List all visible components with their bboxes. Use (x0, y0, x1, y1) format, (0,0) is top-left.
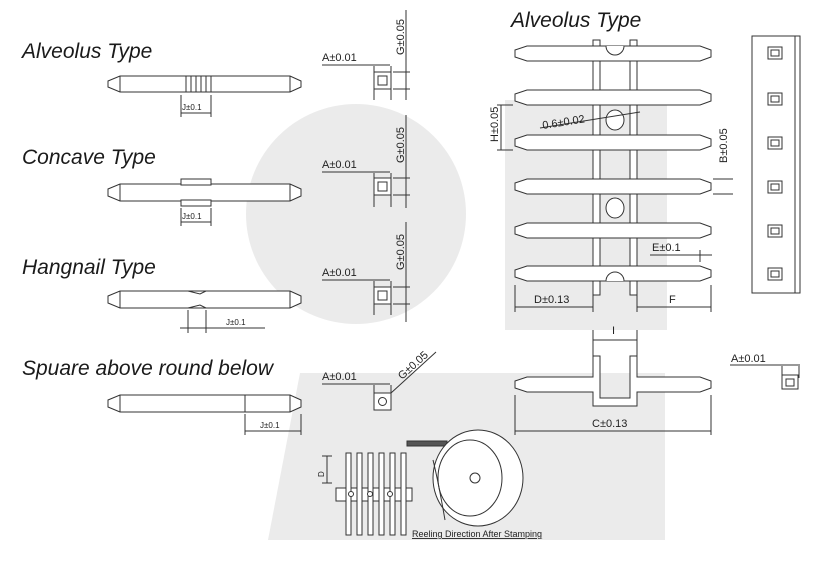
hangnail-pin-side-view (107, 290, 302, 333)
dim-a-alveolus: A±0.01 (322, 52, 357, 64)
title-hangnail: Hangnail Type (22, 256, 156, 279)
title-alveolus-right: Alveolus Type (511, 9, 642, 32)
dim-j-square-round: J±0.1 (260, 421, 280, 430)
dim-a-concave: A±0.01 (322, 159, 357, 171)
dim-e: E±0.1 (652, 242, 681, 254)
dim-j-concave: J±0.1 (182, 212, 202, 221)
u-shaped-pin (514, 330, 712, 435)
square-round-pin-side-view (107, 394, 302, 435)
single-cross-section-right (730, 364, 800, 390)
alveolus-cross-section (322, 10, 410, 100)
dim-a-hangnail: A±0.01 (322, 267, 357, 279)
dim-a-square-round: A±0.01 (322, 371, 357, 383)
dim-g-alveolus: G±0.05 (395, 19, 407, 55)
title-alveolus-left: Alveolus Type (22, 40, 153, 63)
hangnail-cross-section (322, 222, 410, 322)
concave-pin-side-view (107, 178, 302, 226)
pin-strip (497, 39, 733, 312)
dim-d: D±0.13 (534, 294, 569, 306)
reel (406, 429, 524, 527)
dim-b: B±0.05 (718, 128, 730, 163)
dim-j-alveolus: J±0.1 (182, 103, 202, 112)
title-concave: Concave Type (22, 146, 156, 169)
title-square-round: Spuare above round below (22, 357, 274, 380)
dim-d-comb: D (317, 471, 326, 477)
pin-comb (322, 452, 413, 536)
dim-f: F (669, 294, 676, 306)
dim-c: C±0.13 (592, 418, 627, 430)
dim-g-concave: G±0.05 (395, 127, 407, 163)
concave-cross-section (322, 115, 410, 208)
reel-caption: Reeling Direction After Stamping (412, 529, 542, 539)
alveolus-pin-side-view (107, 75, 302, 117)
dim-g-hangnail: G±0.05 (395, 234, 407, 270)
dim-i: I (612, 325, 615, 337)
square-round-cross-section (322, 351, 437, 411)
dim-j-hangnail: J±0.1 (226, 318, 246, 327)
strip-side-view (751, 35, 801, 294)
dim-h: H±0.05 (489, 107, 501, 142)
dim-a-right: A±0.01 (731, 353, 766, 365)
